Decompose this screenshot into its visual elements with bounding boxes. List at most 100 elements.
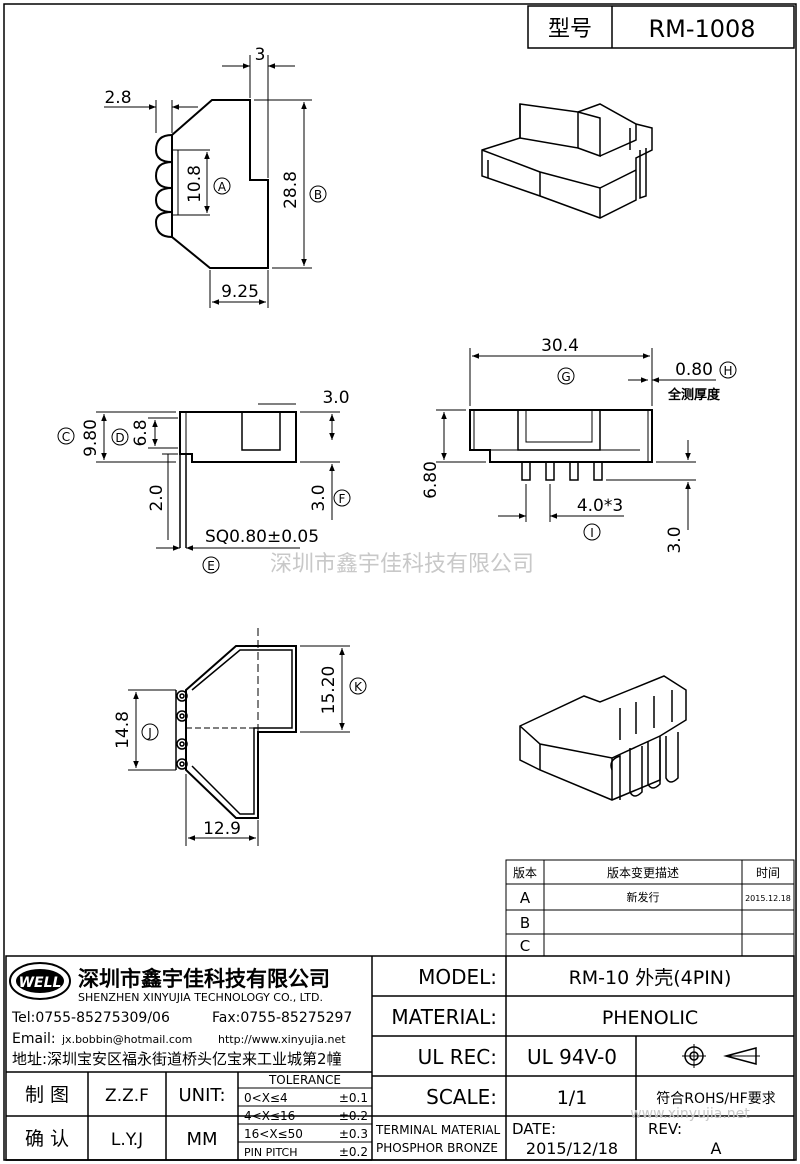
revision-table xyxy=(505,859,795,957)
tolerance-range: 0<X≤4 xyxy=(244,1091,288,1105)
top-view xyxy=(104,55,312,308)
rev-header-ver: 版本 xyxy=(513,866,537,880)
company-fax: Fax:0755-85275297 xyxy=(212,1010,352,1026)
company-email-label: Email: xyxy=(12,1031,56,1047)
callout-b: B xyxy=(314,188,322,202)
tolerance-range: 4<X≤16 xyxy=(244,1109,295,1123)
callout-e: E xyxy=(207,559,215,573)
callout-b-circle xyxy=(309,185,327,203)
tolerance-value: ±0.1 xyxy=(339,1091,368,1105)
callout-d-circle xyxy=(111,428,129,446)
wall-thickness-note: 全测厚度 xyxy=(667,387,721,403)
callout-a-circle xyxy=(213,177,231,195)
date-value: 2015/12/18 xyxy=(526,1139,618,1158)
unit-label: UNIT: xyxy=(178,1085,225,1106)
tolerance-value: ±0.2 xyxy=(339,1145,368,1159)
callout-j-circle xyxy=(141,723,159,741)
dim-sq: SQ0.80±0.05 xyxy=(205,527,319,547)
material-value: PHENOLIC xyxy=(602,1007,698,1029)
header-model-box: 型号 RM-1008 xyxy=(527,5,795,49)
callout-h: H xyxy=(723,364,732,378)
callout-k-circle xyxy=(349,677,367,695)
tolerance-range: 16<X≤50 xyxy=(244,1127,303,1141)
company-name-cn: 深圳市鑫宇佳科技有限公司 xyxy=(78,967,330,991)
side-view xyxy=(96,403,340,551)
company-tel: Tel:0755-85275309/06 xyxy=(11,1010,170,1026)
company-address: 地址:深圳宝安区福永街道桥头亿宝来工业城第2幢 xyxy=(12,1050,342,1068)
check-by: L.Y.J xyxy=(111,1130,143,1150)
company-name-en: SHENZHEN XINYUJIA TECHNOLOGY CO., LTD. xyxy=(78,991,323,1004)
date-label: DATE: xyxy=(512,1120,556,1138)
callout-g: G xyxy=(561,370,570,384)
dim-15-20: 15.20 xyxy=(319,666,339,715)
rev-label: REV: xyxy=(648,1120,682,1138)
unit-value: MM xyxy=(186,1129,217,1150)
terminal-label: TERMINAL MATERIAL xyxy=(375,1123,500,1137)
callout-c-circle xyxy=(57,427,75,445)
model-label: MODEL: xyxy=(418,965,497,989)
header-model-value: RM-1008 xyxy=(648,15,755,43)
rev-row-ver: B xyxy=(520,914,530,932)
draw-by: Z.Z.F xyxy=(105,1086,149,1106)
title-block xyxy=(5,955,795,1161)
dim-12-9: 12.9 xyxy=(203,819,241,839)
dim-3: 3 xyxy=(255,45,266,65)
terminal-value: PHOSPHOR BRONZE xyxy=(376,1141,498,1155)
rev-value: A xyxy=(711,1139,722,1158)
header-model-label: 型号 xyxy=(548,17,592,42)
dim-28-8: 28.8 xyxy=(281,171,301,209)
company-logo: WELL xyxy=(9,962,71,1000)
dim-9-25: 9.25 xyxy=(221,282,259,302)
front-view xyxy=(436,348,716,530)
callout-h-circle xyxy=(719,361,737,379)
callout-e-circle xyxy=(202,556,220,574)
dim-6-8: 6.8 xyxy=(131,419,151,446)
bottom-view xyxy=(128,628,350,846)
model-value: RM-10 外壳(4PIN) xyxy=(569,967,732,989)
watermark-company: 深圳市鑫宇佳科技有限公司 xyxy=(270,552,534,577)
dim-3-0-side: 3.0 xyxy=(309,484,329,511)
dim-9-80: 9.80 xyxy=(81,419,101,457)
dim-pitch: 4.0*3 xyxy=(577,496,623,516)
check-label: 确 认 xyxy=(25,1128,69,1150)
callout-a: A xyxy=(218,180,227,194)
callout-i-circle xyxy=(583,523,601,541)
callout-d: D xyxy=(115,431,124,445)
scale-label: SCALE: xyxy=(426,1085,497,1109)
rohs-note: 符合ROHS/HF要求 xyxy=(656,1091,775,1107)
ul-label: UL REC: xyxy=(418,1045,497,1069)
callout-c: C xyxy=(62,430,70,444)
callout-f-circle xyxy=(333,489,351,507)
material-label: MATERIAL: xyxy=(391,1005,497,1029)
ul-value: UL 94V-0 xyxy=(527,1045,617,1069)
dim-6-80: 6.80 xyxy=(421,461,441,499)
tolerance-value: ±0.3 xyxy=(339,1127,368,1141)
iso-view-top xyxy=(481,103,653,219)
dim-0-80: 0.80 xyxy=(675,360,713,380)
dim-2-0: 2.0 xyxy=(147,484,167,511)
draw-label: 制 图 xyxy=(25,1084,69,1106)
callout-g-circle xyxy=(557,367,575,385)
callout-k: K xyxy=(354,680,363,694)
callout-i: I xyxy=(590,526,594,540)
logo-text: WELL xyxy=(19,975,62,991)
rev-header-date: 时间 xyxy=(756,866,780,880)
projection-symbol-icon xyxy=(682,1044,760,1068)
iso-view-bottom xyxy=(519,675,687,801)
callout-j: J xyxy=(147,726,152,740)
watermark-url: www.xinyujia.net xyxy=(630,1106,750,1122)
dim-3-0-front: 3.0 xyxy=(665,526,685,553)
dim-14-8: 14.8 xyxy=(113,711,133,749)
dim-30-4: 30.4 xyxy=(541,336,579,356)
rev-header-desc: 版本变更描述 xyxy=(607,865,679,880)
tolerance-range: PIN PITCH xyxy=(244,1146,298,1159)
tolerance-title: TOLERANCE xyxy=(268,1073,341,1087)
company-email: jx.bobbin@hotmail.com xyxy=(61,1033,192,1046)
dim-10-8: 10.8 xyxy=(185,165,205,203)
company-web: http://www.xinyujia.net xyxy=(218,1033,346,1046)
rev-row-desc: 新发行 xyxy=(627,890,660,904)
rev-row-ver: A xyxy=(520,889,531,907)
dim-2-8: 2.8 xyxy=(104,88,131,108)
scale-value: 1/1 xyxy=(557,1087,588,1109)
